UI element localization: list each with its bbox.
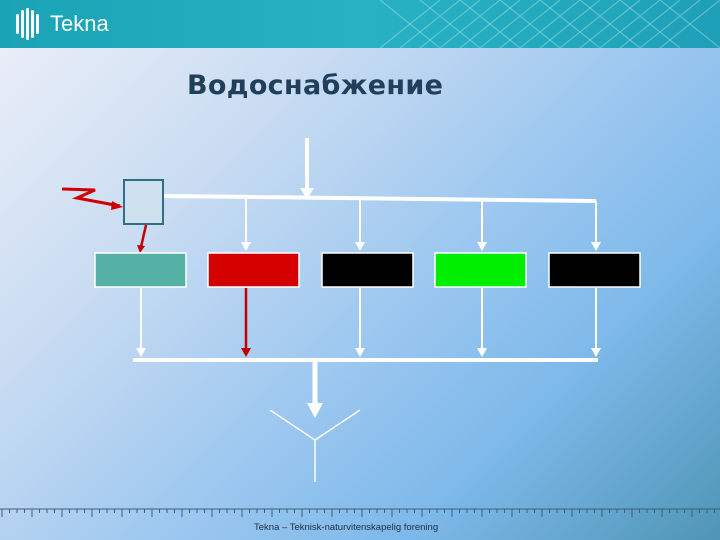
treatment-link xyxy=(139,224,148,248)
slide-title: Водоснабжение xyxy=(187,70,444,101)
intake-arrow-head xyxy=(300,188,314,199)
outflow-arrows xyxy=(136,348,601,357)
consumer-box-2 xyxy=(207,252,300,288)
tekna-stripes-logo-icon xyxy=(16,8,39,40)
contamination-arrow-head xyxy=(111,201,123,210)
tekna-logo[interactable]: Tekna xyxy=(14,8,109,40)
logo-text: Tekna xyxy=(50,11,109,36)
header-bar: Tekna xyxy=(0,0,720,48)
discharge-arrow-head xyxy=(307,403,323,418)
consumer-box-5 xyxy=(548,252,641,288)
consumer-box-1 xyxy=(94,252,187,288)
consumer-box-4 xyxy=(434,252,527,288)
footer-text: Tekna – Teknisk-naturvitenskapelig foren… xyxy=(254,522,439,533)
header-decoration xyxy=(380,0,720,48)
outlet-symbol xyxy=(269,409,361,482)
consumer-box-3 xyxy=(321,252,414,288)
distribution-header xyxy=(162,194,597,203)
supply-branches xyxy=(245,198,597,244)
contamination-arrow xyxy=(61,187,121,208)
red-outflow-arrow xyxy=(241,348,251,357)
footer-ruler xyxy=(0,508,720,517)
treatment-box xyxy=(123,179,164,225)
supply-branch-arrows xyxy=(241,242,601,251)
treatment-link-arrow xyxy=(137,245,145,253)
outflow-lines xyxy=(140,288,597,350)
